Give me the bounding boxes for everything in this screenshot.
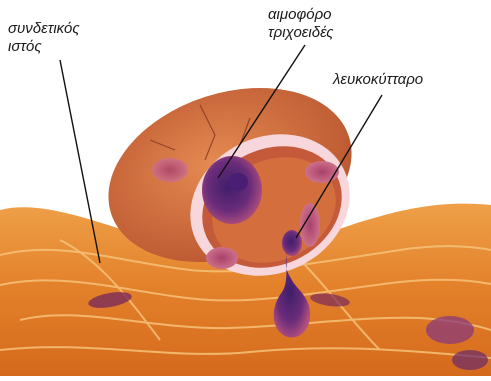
label-capillary: αιμοφόρο τριχοειδές xyxy=(268,6,334,42)
label-capillary-line2: τριχοειδές xyxy=(268,24,334,42)
label-connective-tissue-line1: συνδετικός xyxy=(8,20,80,38)
leukocyte-inside xyxy=(202,156,262,224)
fibroblast-cell xyxy=(452,350,488,370)
label-capillary-line1: αιμοφόρο xyxy=(268,6,334,24)
red-blood-cell xyxy=(300,203,320,247)
red-blood-cell xyxy=(152,158,188,182)
red-blood-cell xyxy=(305,161,339,183)
label-connective-tissue-line2: ιστός xyxy=(8,38,80,56)
fibroblast-cell xyxy=(426,316,474,344)
red-blood-cell xyxy=(206,247,238,269)
label-leukocyte: λευκοκύτταρο xyxy=(333,71,423,89)
label-connective-tissue: συνδετικός ιστός xyxy=(8,20,80,56)
